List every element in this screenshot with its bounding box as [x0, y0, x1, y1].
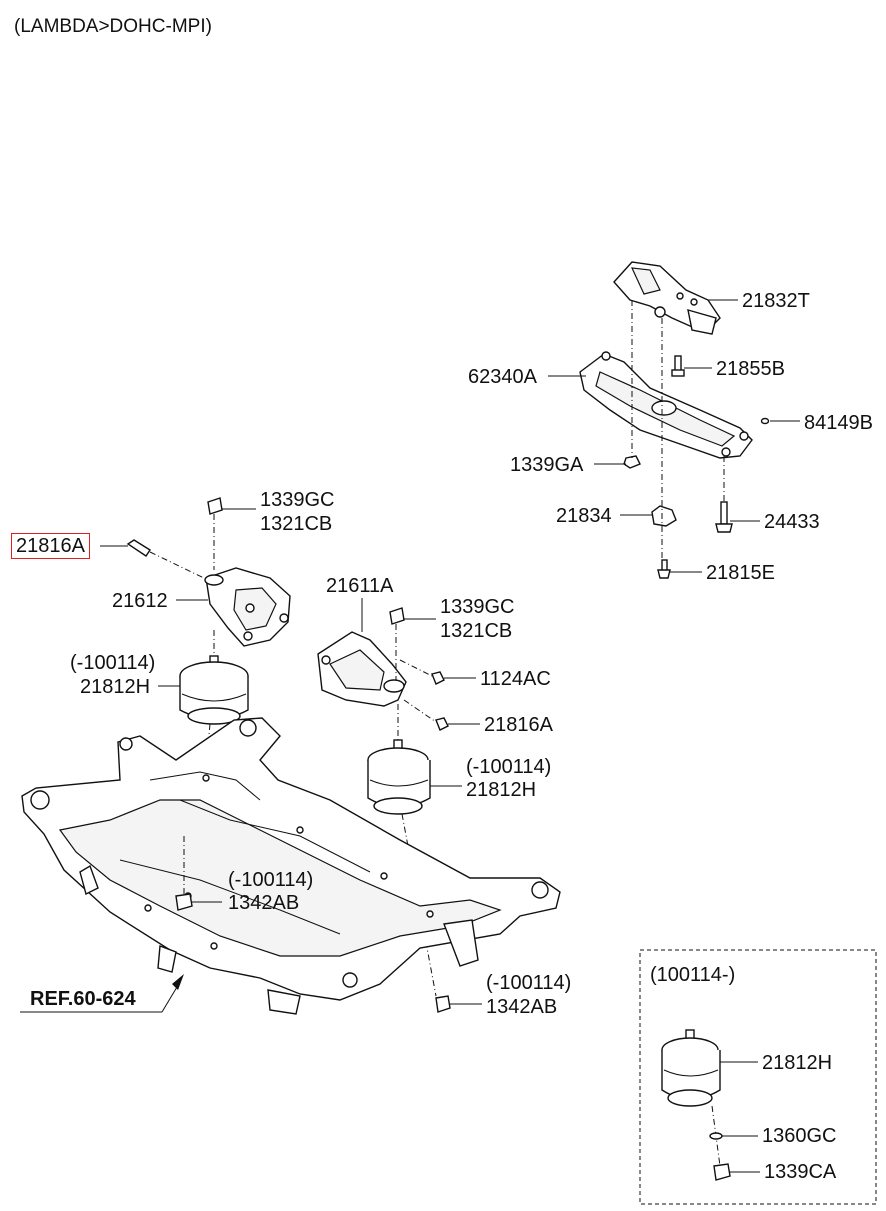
washer-1360GC — [709, 1132, 723, 1140]
part-label-21832T: 21832T — [742, 290, 810, 312]
part-label-1360GC: 1360GC — [762, 1125, 837, 1147]
nut-1342AB-a — [175, 893, 193, 911]
fasteners-right-group — [623, 355, 770, 579]
part-label-21816A-highlighted[interactable]: 21816A — [11, 533, 90, 559]
part-label-1342AB-b: 1342AB — [486, 996, 558, 1018]
part-label-24433: 24433 — [764, 511, 820, 533]
part-label-21855B: 21855B — [716, 358, 785, 380]
nut-1339GC-a — [207, 497, 223, 515]
nut-1339GC-b — [389, 607, 405, 625]
part-label-21816A-b: 21816A — [484, 714, 553, 736]
part-label-21815E: 21815E — [706, 562, 775, 584]
transmission-bracket-21832T — [613, 261, 721, 335]
note-100114-b: (-100114) — [466, 756, 552, 778]
inset-note: (100114-) — [650, 964, 736, 986]
note-100114-c: (-100114) — [228, 869, 314, 891]
crossmember-62340A — [579, 351, 753, 459]
part-label-21812H-c: 21812H — [762, 1052, 833, 1074]
part-label-1321CB-a: 1321CB — [260, 513, 333, 535]
part-label-84149B: 84149B — [804, 412, 873, 434]
part-label-1339CA: 1339CA — [764, 1161, 837, 1183]
subframe — [21, 717, 561, 1015]
engine-mount-bracket-21612 — [204, 567, 291, 647]
engine-mount-21812H-left — [179, 655, 249, 725]
bolt-21816A-highlight — [126, 539, 151, 557]
note-100114-d: (-100114) — [486, 972, 572, 994]
ref-arrow-icon — [172, 974, 184, 990]
part-label-1321CB-b: 1321CB — [440, 620, 513, 642]
bolt-1124AC — [431, 671, 445, 685]
part-label-1339GA: 1339GA — [510, 454, 584, 476]
bolt-21816A-b — [435, 717, 449, 731]
engine-mount-bracket-21611A — [317, 631, 407, 707]
part-label-21612: 21612 — [112, 590, 168, 612]
diagram-title: (LAMBDA>DOHC-MPI) — [14, 16, 212, 37]
part-label-1342AB-a: 1342AB — [228, 892, 300, 914]
part-label-21611A: 21611A — [326, 575, 394, 597]
part-label-1339GC-a: 1339GC — [260, 489, 335, 511]
engine-mount-21812H-inset — [661, 1029, 721, 1107]
nut-1339CA — [713, 1163, 731, 1181]
part-label-1339GC-b: 1339GC — [440, 596, 515, 618]
note-100114-a: (-100114) — [70, 652, 156, 674]
reference-label[interactable]: REF.60-624 — [30, 988, 136, 1010]
nut-1342AB-b — [435, 995, 451, 1013]
part-label-62340A: 62340A — [468, 366, 537, 388]
engine-mount-21812H-right — [367, 739, 431, 815]
part-label-21812H-b: 21812H — [466, 779, 537, 801]
part-label-1124AC: 1124AC — [480, 668, 551, 690]
part-label-21834: 21834 — [556, 505, 612, 527]
part-label-21812H-a: 21812H — [80, 676, 151, 698]
